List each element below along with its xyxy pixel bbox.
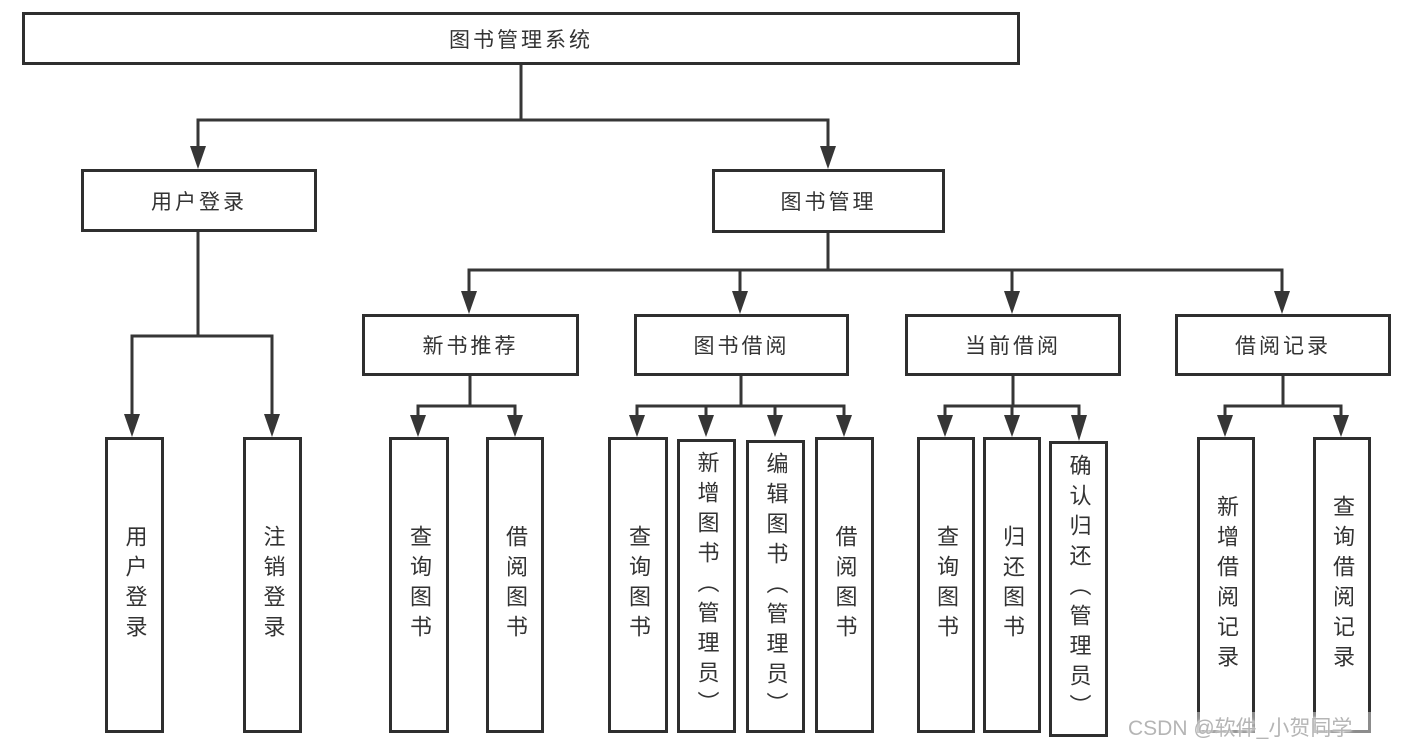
leaf-cb-confirm-return-admin: 确认归还（管理员） — [1049, 441, 1108, 737]
arrow-down-icon — [836, 415, 852, 437]
leaf-bb-query-books: 查询图书 — [608, 437, 668, 733]
leaf-bb-edit-books-admin: 编辑图书（管理员） — [746, 440, 805, 733]
arrow-down-icon — [767, 415, 783, 437]
node-label: 编辑图书（管理员） — [763, 451, 789, 722]
leaf-cb-query-books: 查询图书 — [917, 437, 975, 733]
arrow-down-icon — [1274, 291, 1290, 314]
connector-group-new-book-recommendation — [410, 376, 523, 437]
arrow-down-icon — [461, 291, 477, 314]
node-user-login: 用户登录 — [81, 169, 317, 232]
node-label: 借阅记录 — [1235, 335, 1331, 358]
connector-group-borrowing-records — [1217, 376, 1349, 437]
node-label: 查询图书 — [934, 525, 959, 645]
arrow-down-icon — [190, 146, 206, 169]
node-root-library-management-system: 图书管理系统 — [22, 12, 1020, 65]
arrow-down-icon — [1333, 415, 1349, 437]
arrow-down-icon — [264, 414, 280, 437]
connector-group-user-login — [124, 232, 280, 437]
node-borrowing-records: 借阅记录 — [1175, 314, 1391, 376]
arrow-down-icon — [410, 415, 426, 437]
node-label: 当前借阅 — [965, 335, 1061, 358]
arrow-down-icon — [124, 414, 140, 437]
leaf-nb-borrow-books: 借阅图书 — [486, 437, 544, 733]
node-label: 查询图书 — [626, 525, 651, 645]
node-label: 确认归还（管理员） — [1066, 454, 1092, 724]
csdn-watermark: CSDN @软件_小贺同学 — [1128, 712, 1403, 742]
node-book-management: 图书管理 — [712, 169, 945, 233]
node-label: 用户登录 — [151, 190, 247, 214]
node-current-borrowing: 当前借阅 — [905, 314, 1121, 376]
leaf-logout: 注销登录 — [243, 437, 302, 733]
leaf-bb-borrow-books: 借阅图书 — [815, 437, 874, 733]
node-label: 查询借阅记录 — [1330, 495, 1355, 675]
arrow-down-icon — [1217, 415, 1233, 437]
arrow-down-icon — [732, 291, 748, 314]
leaf-cb-return-books: 归还图书 — [983, 437, 1041, 733]
node-label: 注销登录 — [260, 525, 286, 645]
connector-group-root — [190, 65, 836, 169]
leaf-bb-add-books-admin: 新增图书（管理员） — [677, 439, 736, 733]
arrow-down-icon — [1071, 415, 1087, 441]
arrow-down-icon — [629, 415, 645, 437]
arrow-down-icon — [820, 146, 836, 169]
leaf-user-login: 用户登录 — [105, 437, 164, 733]
node-label: 借阅图书 — [503, 525, 528, 645]
arrow-down-icon — [937, 415, 953, 437]
node-label: 图书管理系统 — [449, 28, 593, 52]
arrow-down-icon — [1004, 415, 1020, 437]
leaf-nb-query-books: 查询图书 — [389, 437, 449, 733]
node-book-borrowing: 图书借阅 — [634, 314, 849, 376]
node-label: 新增借阅记录 — [1214, 495, 1239, 675]
node-new-book-recommendation: 新书推荐 — [362, 314, 579, 376]
leaf-br-add-record: 新增借阅记录 — [1197, 437, 1255, 733]
node-label: 归还图书 — [1000, 525, 1025, 645]
arrow-down-icon — [507, 415, 523, 437]
node-label: 借阅图书 — [832, 525, 858, 645]
node-label: 图书管理 — [780, 191, 877, 214]
node-label: 查询图书 — [407, 525, 432, 645]
connector-group-book-borrowing — [629, 376, 852, 437]
connector-group-current-borrowing — [937, 376, 1087, 441]
arrow-down-icon — [698, 415, 714, 437]
node-label: 新书推荐 — [422, 335, 519, 358]
node-label: 用户登录 — [122, 525, 148, 645]
connector-group-book-management — [461, 233, 1290, 314]
node-label: 新增图书（管理员） — [694, 451, 720, 721]
arrow-down-icon — [1004, 291, 1020, 314]
leaf-br-query-record: 查询借阅记录 — [1313, 437, 1371, 733]
node-label: 图书借阅 — [693, 335, 790, 358]
